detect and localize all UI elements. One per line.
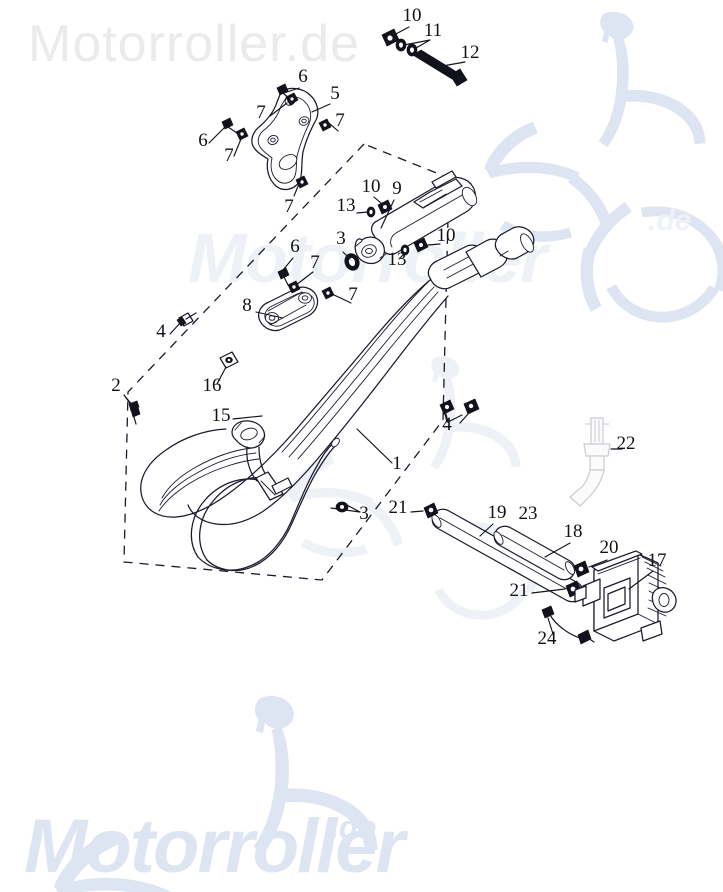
bolt-6-left: [221, 117, 238, 134]
callout-number: 4: [156, 321, 166, 342]
callout-number: 21: [510, 580, 529, 601]
washer-13-b: [400, 244, 410, 256]
callout-number: 6: [290, 236, 300, 257]
nut-7-b: [235, 127, 249, 141]
callout-number: 1: [392, 453, 402, 474]
part-10-11-12-top-fasteners: [381, 28, 468, 87]
watermark-bottom-text: Motorroller .de: [24, 804, 412, 889]
callout-number: 10: [403, 5, 422, 26]
callout-number: 10: [362, 176, 381, 197]
part-24-screw-set: [541, 605, 595, 645]
callout-number: 4: [442, 414, 452, 435]
callout-number: 21: [389, 497, 408, 518]
part-10-13-fasteners-muffler: [366, 199, 429, 256]
callout-number: 7: [284, 196, 294, 217]
bolt-12-long: [412, 49, 468, 87]
callout-number: 7: [310, 252, 320, 273]
part-16-spacer-bushing: [219, 351, 239, 369]
callout-number: 11: [424, 20, 442, 41]
clamp-20: [573, 560, 590, 578]
scooter-logo-watermark-bottom: [53, 695, 378, 892]
callout-number: 6: [198, 130, 208, 151]
callout-number: 12: [461, 42, 480, 63]
callout-number: 9: [392, 178, 402, 199]
svg-text:.de: .de: [330, 809, 376, 845]
nut-10-b: [413, 237, 429, 253]
callout-number: 8: [242, 295, 252, 316]
callout-number: 7: [335, 110, 345, 131]
callout-number: 5: [330, 83, 340, 104]
stud-bolt-4b: [459, 398, 480, 424]
callout-number: 3: [336, 228, 346, 249]
callout-number: 17: [648, 550, 667, 571]
callout-number: 19: [488, 502, 507, 523]
callout-number: 22: [617, 433, 636, 454]
callout-number: 10: [437, 225, 456, 246]
svg-text:.de: .de: [648, 204, 691, 237]
washer-11-a: [395, 38, 407, 52]
callout-number: 18: [564, 521, 583, 542]
part-6-7-fasteners-upper: [221, 83, 332, 189]
watermark-top-text: Motorroller.de: [28, 15, 360, 73]
callout-number: 15: [212, 405, 231, 426]
callout-number: 6: [298, 66, 308, 87]
part-15-exhaust-header-pipe: [190, 420, 340, 572]
callout-number: 24: [538, 628, 558, 649]
callout-number: 16: [203, 375, 222, 396]
part-22-valve-hose-fitting: [569, 417, 611, 507]
callout-number: 7: [224, 145, 234, 166]
svg-text:Motorroller: Motorroller: [24, 804, 410, 889]
part-4-stud-bolt-left: [176, 312, 197, 327]
callout-number: 13: [337, 195, 356, 216]
callout-number: 23: [519, 503, 538, 524]
callout-number: 3: [359, 503, 369, 524]
part-18-short-tube: [493, 525, 576, 581]
callout-number: 20: [600, 537, 619, 558]
part-17-control-unit-box: [574, 550, 677, 642]
part-2-bolt-small-left: [128, 400, 141, 425]
clamp-21-left: [423, 502, 439, 519]
part-8-mounting-bracket-lower: [257, 286, 319, 332]
callout-number: 2: [111, 375, 121, 396]
callout-numbers: 1 2 3 3 4 4 5 6 6 6 7 7 7 7 7 7 8 9 10 1…: [111, 5, 666, 649]
stud-bolt-4a: [439, 399, 455, 423]
nut-7-c: [318, 118, 332, 132]
part-9-silencer-muffler: [354, 170, 478, 265]
part-1-exhaust-main-body: [140, 226, 535, 526]
nut-7-a: [285, 92, 299, 106]
leader-lines: [123, 26, 654, 638]
callout-number: 13: [388, 249, 407, 270]
part-4-stud-bolts-right: [439, 398, 480, 424]
callout-number: 7: [348, 284, 358, 305]
callout-number: 7: [256, 102, 266, 123]
